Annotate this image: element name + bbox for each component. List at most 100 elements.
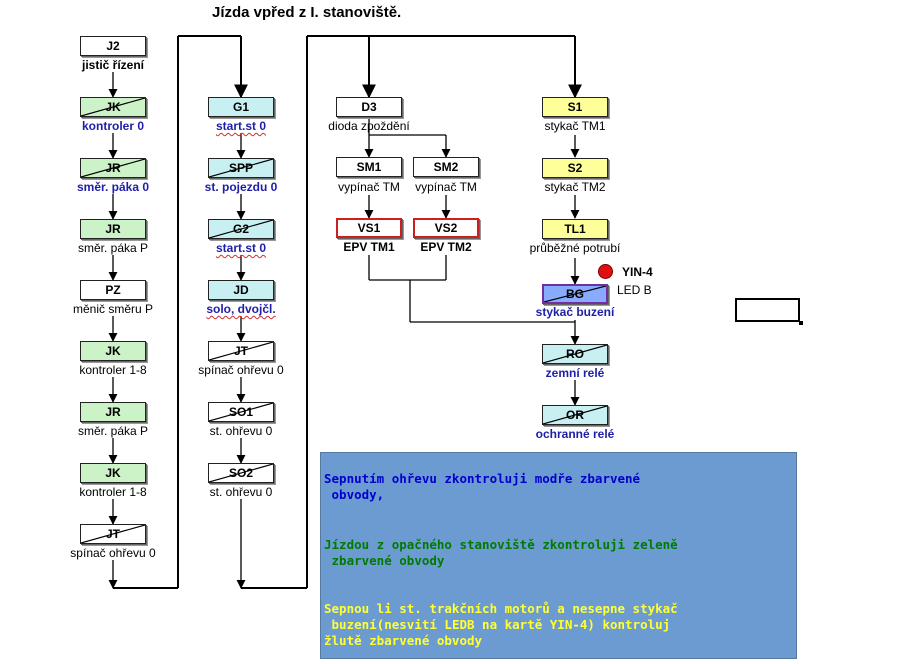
col2-contact-6-contact-slash [209, 403, 273, 421]
col4-contact-3: TL1 [542, 219, 608, 239]
relay-or: OR [542, 405, 608, 425]
col2-contact-3: G2 [208, 219, 274, 239]
col4-contact-1-tag: S1 [567, 100, 583, 114]
col2-contact-1: G1 [208, 97, 274, 117]
contactor-bg: BG [542, 284, 608, 304]
col2-contact-5-contact-slash [209, 342, 273, 360]
contactor-bg-tag: BG [566, 287, 584, 301]
main-feed-lines [113, 35, 582, 589]
col2-label-7: st. ohřevu 0 [209, 485, 273, 499]
valve-vs1-label: EPV TM1 [343, 240, 395, 254]
col1-label-5: měnič směru P [72, 302, 154, 316]
switch-sm1: SM1 [336, 157, 402, 177]
col1-contact-9-contact-slash [81, 525, 145, 543]
contactor-bg-contact-slash [544, 286, 606, 302]
contactor-bg-label: stykač buzení [535, 305, 615, 319]
switch-sm1-label: vypínač TM [338, 180, 400, 194]
col1-contact-5: PZ [80, 280, 146, 300]
col1-contact-1: J2 [80, 36, 146, 56]
col1-contact-3-contact-slash [81, 159, 145, 177]
col2-contact-7-contact-slash [209, 464, 273, 482]
col1-contact-1-tag: J2 [106, 39, 120, 53]
valve-vs2-label: EPV TM2 [420, 240, 472, 254]
col2-label-1: start.st 0 [215, 119, 267, 133]
col1-contact-3: JR [80, 158, 146, 178]
note-yellow-text: Sepnou li st. trakčních motorů a nesepne… [324, 601, 678, 648]
col4-contact-3-tag: TL1 [564, 222, 586, 236]
relay-or-label: ochranné relé [535, 427, 615, 441]
empty-rectangle [735, 298, 803, 325]
col1-label-7: směr. páka P [77, 424, 149, 438]
switch-sm2: SM2 [413, 157, 479, 177]
col2-contact-4: JD [208, 280, 274, 300]
col1-contact-7: JR [80, 402, 146, 422]
col1-contact-2-contact-slash [81, 98, 145, 116]
wire-lines [108, 72, 580, 589]
col2-label-6: st. ohřevu 0 [209, 424, 273, 438]
col1-label-6: kontroler 1-8 [79, 363, 147, 377]
relay-ro-label: zemní relé [545, 366, 605, 380]
col1-label-1: jistič řízení [81, 58, 145, 72]
relay-ro-contact-slash [543, 345, 607, 363]
diagram-title: Jízda vpřed z I. stanoviště. [212, 4, 402, 21]
col2-contact-5-tag: JT [233, 344, 248, 358]
col1-contact-5-tag: PZ [105, 283, 121, 297]
col4-label-3: průběžné potrubí [529, 241, 621, 255]
col1-contact-7-tag: JR [105, 405, 121, 419]
switch-sm2-label: vypínač TM [415, 180, 477, 194]
led-label: LED B [617, 283, 652, 297]
col2-label-2: st. pojezdu 0 [204, 180, 278, 194]
col4-label-2: stykač TM2 [544, 180, 606, 194]
col2-contact-3-contact-slash [209, 220, 273, 238]
switch-sm1-tag: SM1 [356, 160, 382, 174]
col2-label-5: spínač ohřevu 0 [198, 363, 284, 377]
col2-label-3: start.st 0 [215, 241, 267, 255]
col2-contact-1-tag: G1 [232, 100, 249, 114]
col1-label-3: směr. páka 0 [76, 180, 150, 194]
diode-d3-tag: D3 [361, 100, 377, 114]
col1-contact-8-tag: JK [105, 466, 121, 480]
diode-d3-label: dioda zpoždění [328, 119, 410, 133]
switch-sm2-tag: SM2 [433, 160, 459, 174]
valve-vs2: VS2 [413, 218, 479, 238]
col1-contact-2: JK [80, 97, 146, 117]
valve-vs2-tag: VS2 [434, 221, 458, 235]
relay-ro-tag: RO [566, 347, 584, 361]
col1-contact-8: JK [80, 463, 146, 483]
col1-label-9: spínač ohřevu 0 [70, 546, 156, 560]
col2-contact-2-tag: SPP [228, 161, 253, 175]
col4-contact-2-tag: S2 [567, 161, 583, 175]
relay-or-tag: OR [566, 408, 584, 422]
note-green-text: Jízdou z opačného stanoviště zkontroluji… [324, 537, 678, 568]
col1-label-4: směr. páka P [77, 241, 149, 255]
col1-contact-4-tag: JR [105, 222, 121, 236]
col2-contact-3-tag: G2 [232, 222, 249, 236]
col1-label-2: kontroler 0 [81, 119, 145, 133]
relay-ro: RO [542, 344, 608, 364]
diode-d3: D3 [336, 97, 402, 117]
col2-contact-5: JT [208, 341, 274, 361]
valve-vs1: VS1 [336, 218, 402, 238]
col1-contact-4: JR [80, 219, 146, 239]
col1-contact-6: JK [80, 341, 146, 361]
valve-vs1-tag: VS1 [357, 221, 381, 235]
info-note-box: Sepnutím ohřevu zkontroluji modře zbarve… [320, 452, 797, 659]
col1-contact-9-tag: JT [105, 527, 120, 541]
col1-contact-2-tag: JK [105, 100, 121, 114]
col1-contact-9: JT [80, 524, 146, 544]
col2-label-4: solo, dvojčl. [206, 302, 276, 316]
led-card-name: YIN-4 [622, 265, 653, 279]
relay-or-contact-slash [543, 406, 607, 424]
col1-label-8: kontroler 1-8 [79, 485, 147, 499]
col2-contact-2: SPP [208, 158, 274, 178]
col2-contact-2-contact-slash [209, 159, 273, 177]
col2-contact-4-tag: JD [233, 283, 249, 297]
col2-contact-7-tag: SO2 [228, 466, 253, 480]
col2-contact-6: SO1 [208, 402, 274, 422]
col4-contact-1: S1 [542, 97, 608, 117]
col1-contact-3-tag: JR [105, 161, 121, 175]
col2-contact-7: SO2 [208, 463, 274, 483]
col1-contact-6-tag: JK [105, 344, 121, 358]
col4-label-1: stykač TM1 [544, 119, 606, 133]
